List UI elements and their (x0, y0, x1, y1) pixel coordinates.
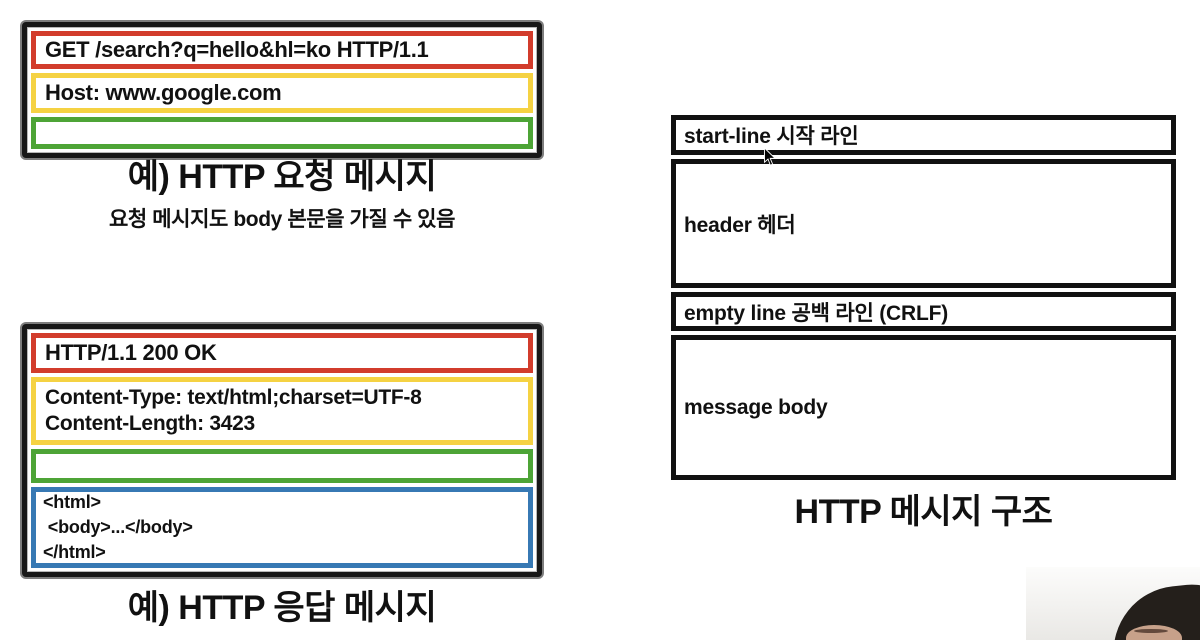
request-empty-line-box (31, 117, 533, 149)
person-eyebrow (1134, 629, 1168, 633)
response-header-box: Content-Type: text/html;charset=UTF-8 Co… (31, 377, 533, 445)
mouse-cursor-icon (763, 146, 777, 167)
response-body-line: <body>...</body> (43, 517, 193, 537)
response-body-box: <html> <body>...</body> </html> (31, 487, 533, 568)
response-message-diagram: HTTP/1.1 200 OK Content-Type: text/html;… (22, 324, 542, 577)
structure-header-box: header 헤더 (671, 159, 1176, 288)
structure-message-body-label: message body (684, 395, 828, 419)
response-body-line: <html> (43, 492, 101, 512)
webcam-overlay (1026, 567, 1200, 640)
structure-caption: HTTP 메시지 구조 (794, 493, 1053, 531)
request-header-box: Host: www.google.com (31, 73, 533, 113)
request-example-subcaption: 요청 메시지도 body 본문을 가질 수 있음 (108, 208, 456, 231)
request-message-diagram: GET /search?q=hello&hl=ko HTTP/1.1 Host:… (22, 22, 542, 158)
request-example-caption: 예) HTTP 요청 메시지 (127, 158, 437, 196)
response-empty-line-box (31, 449, 533, 483)
response-start-line-box: HTTP/1.1 200 OK (31, 333, 533, 373)
structure-start-line-box: start-line 시작 라인 (671, 115, 1176, 155)
structure-message-body-box: message body (671, 335, 1176, 480)
structure-empty-line-label: empty line 공백 라인 (CRLF) (684, 301, 949, 325)
request-host-header-text: Host: www.google.com (45, 80, 282, 105)
response-content-length-text: Content-Length: 3423 (45, 412, 255, 435)
response-body-line: </html> (43, 542, 106, 562)
request-start-line-text: GET /search?q=hello&hl=ko HTTP/1.1 (45, 37, 429, 62)
structure-start-line-label: start-line 시작 라인 (684, 125, 859, 148)
response-example-caption: 예) HTTP 응답 메시지 (127, 589, 437, 627)
structure-header-label: header 헤더 (684, 213, 796, 237)
response-start-line-text: HTTP/1.1 200 OK (45, 340, 217, 365)
structure-empty-line-box: empty line 공백 라인 (CRLF) (671, 292, 1176, 331)
response-content-type-text: Content-Type: text/html;charset=UTF-8 (45, 386, 422, 409)
request-start-line-box: GET /search?q=hello&hl=ko HTTP/1.1 (31, 31, 533, 69)
